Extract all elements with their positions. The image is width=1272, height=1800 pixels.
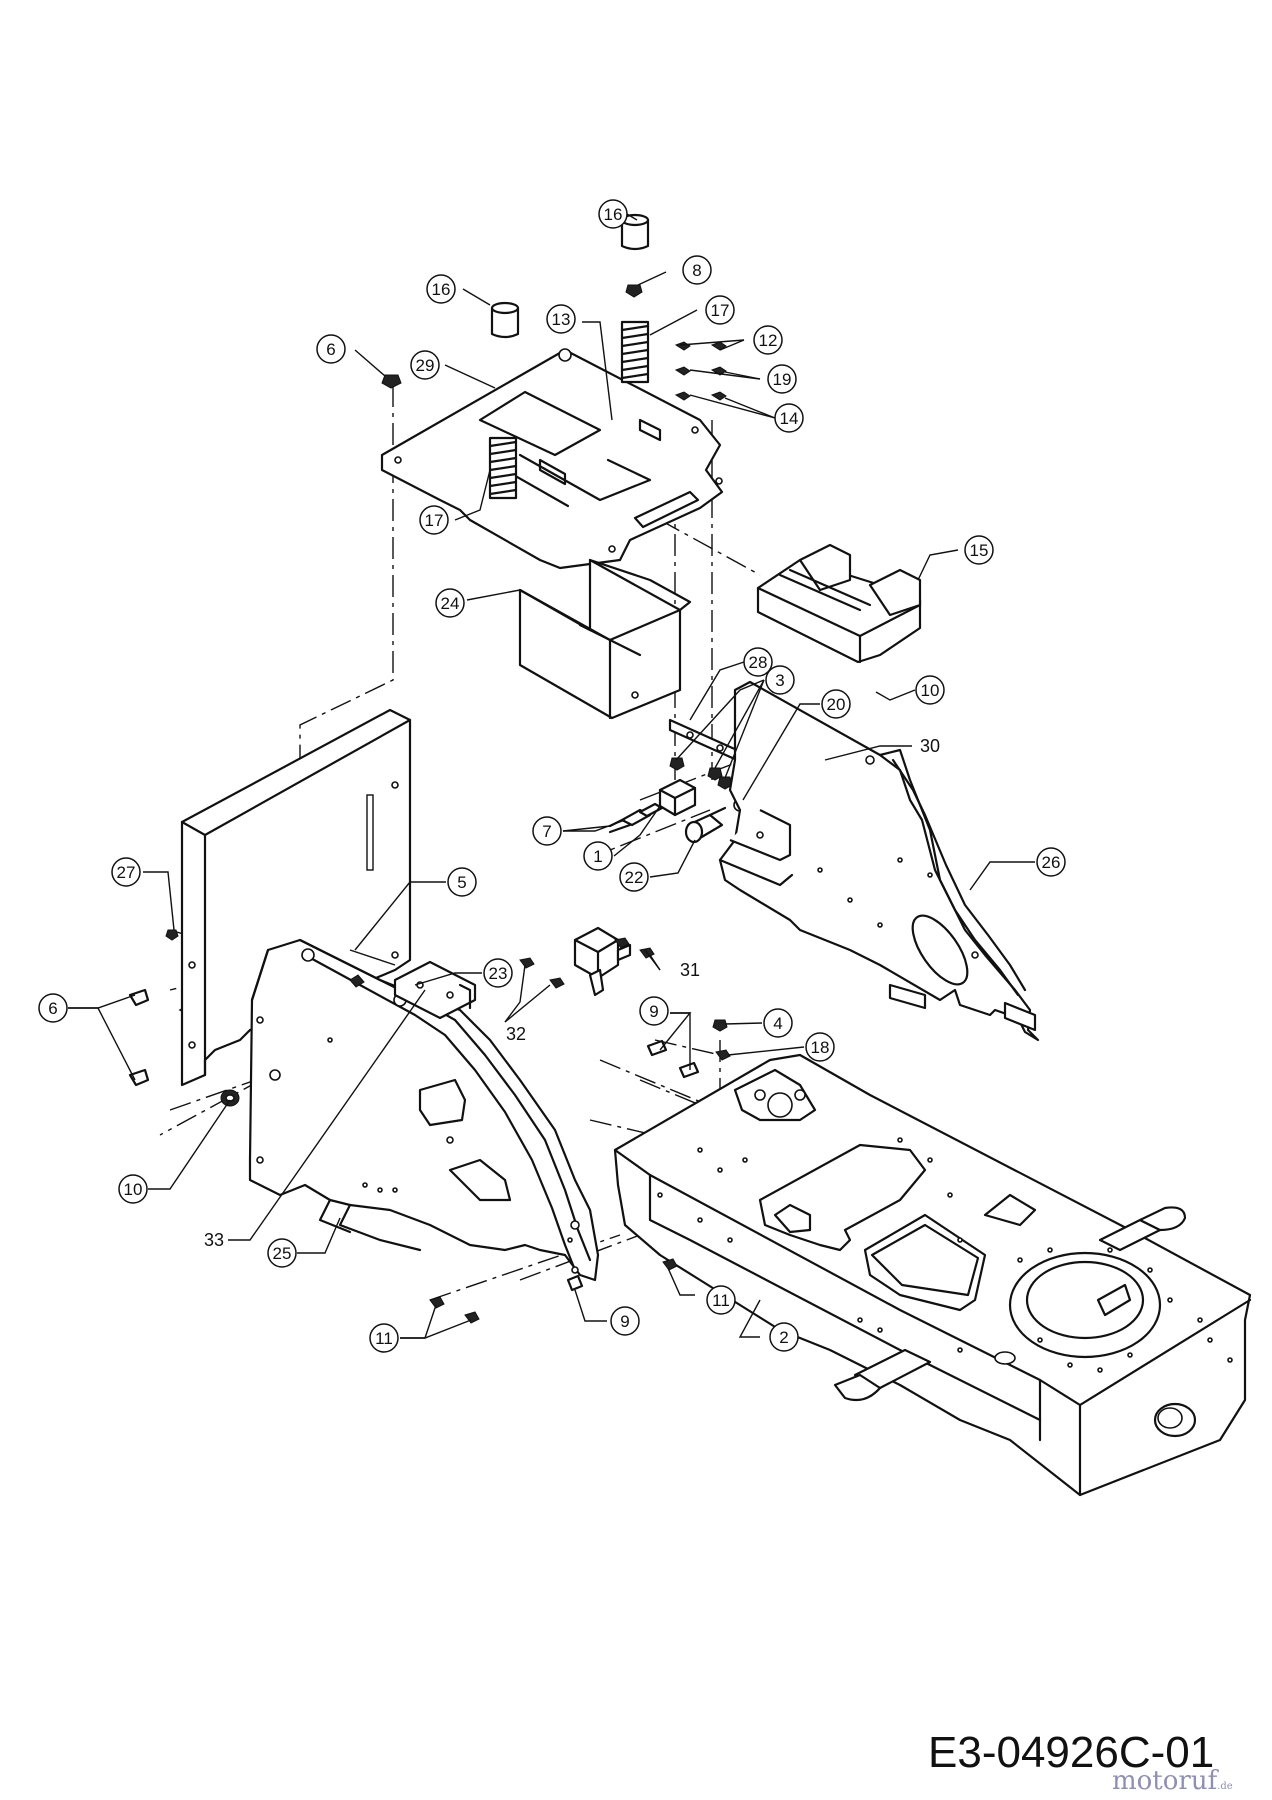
svg-text:6: 6 bbox=[48, 999, 57, 1018]
callout-16: 16 bbox=[598, 199, 628, 229]
svg-text:15: 15 bbox=[970, 541, 989, 560]
callout-27: 27 bbox=[111, 857, 141, 887]
callout-11: 11 bbox=[706, 1285, 736, 1315]
svg-text:13: 13 bbox=[552, 310, 571, 329]
main-chassis-frame-2 bbox=[613, 1053, 1252, 1497]
svg-text:17: 17 bbox=[425, 511, 444, 530]
battery-cover-15 bbox=[756, 543, 922, 664]
label-31: 31 bbox=[680, 960, 700, 980]
callout-17: 17 bbox=[419, 505, 449, 535]
svg-text:8: 8 bbox=[692, 261, 701, 280]
svg-text:4: 4 bbox=[773, 1014, 782, 1033]
svg-text:16: 16 bbox=[432, 280, 451, 299]
callout-18: 18 bbox=[805, 1032, 835, 1062]
svg-text:11: 11 bbox=[375, 1329, 393, 1348]
callout-19: 19 bbox=[767, 364, 797, 394]
svg-text:16: 16 bbox=[604, 205, 623, 224]
bushing-16-lower bbox=[490, 301, 520, 339]
plain-labels: 30 31 32 33 bbox=[204, 736, 940, 1250]
callout-16: 16 bbox=[426, 274, 456, 304]
svg-text:10: 10 bbox=[921, 681, 940, 700]
svg-text:17: 17 bbox=[711, 301, 730, 320]
callout-25: 25 bbox=[267, 1238, 297, 1268]
callout-14: 14 bbox=[774, 403, 804, 433]
bushing-16-upper bbox=[620, 213, 650, 251]
svg-text:26: 26 bbox=[1042, 853, 1061, 872]
svg-text:9: 9 bbox=[649, 1002, 658, 1021]
ignition-switch bbox=[573, 926, 632, 997]
watermark-logo: motoruf.de bbox=[1112, 1766, 1233, 1796]
drawing-code: E3-04926C-01 bbox=[928, 1728, 1215, 1777]
svg-text:3: 3 bbox=[775, 671, 784, 690]
plunger-switch-22 bbox=[684, 806, 727, 844]
seat-mounting-plate bbox=[380, 348, 724, 570]
label-30: 30 bbox=[920, 736, 940, 756]
left-frame-plate-25 bbox=[248, 938, 600, 1282]
right-frame-plate-26 bbox=[718, 680, 1040, 1042]
svg-text:5: 5 bbox=[457, 873, 466, 892]
svg-text:25: 25 bbox=[273, 1244, 292, 1263]
svg-text:6: 6 bbox=[326, 340, 335, 359]
svg-text:22: 22 bbox=[625, 868, 644, 887]
callout-6: 6 bbox=[316, 334, 346, 364]
callout-10: 10 bbox=[915, 675, 945, 705]
callout-6: 6 bbox=[38, 993, 68, 1023]
callout-22: 22 bbox=[619, 862, 649, 892]
left-hardware bbox=[128, 929, 240, 1107]
svg-text:2: 2 bbox=[779, 1328, 788, 1347]
label-33: 33 bbox=[204, 1230, 224, 1250]
svg-text:18: 18 bbox=[811, 1038, 830, 1057]
callout-17: 17 bbox=[705, 295, 735, 325]
svg-text:12: 12 bbox=[759, 331, 778, 350]
callout-15: 15 bbox=[964, 535, 994, 565]
svg-text:7: 7 bbox=[542, 822, 551, 841]
callout-4: 4 bbox=[763, 1008, 793, 1038]
callout-11: 11 bbox=[369, 1323, 399, 1353]
callout-7: 7 bbox=[532, 816, 562, 846]
svg-text:28: 28 bbox=[749, 653, 768, 672]
switch-hardware bbox=[669, 757, 747, 812]
callout-9: 9 bbox=[639, 996, 669, 1026]
svg-text:9: 9 bbox=[620, 1312, 629, 1331]
label-32: 32 bbox=[506, 1024, 526, 1044]
callout-12: 12 bbox=[753, 325, 783, 355]
callout-2: 2 bbox=[769, 1322, 799, 1352]
connectors-7 bbox=[608, 802, 664, 834]
spring-17-right bbox=[620, 320, 650, 384]
svg-text:1: 1 bbox=[593, 847, 602, 866]
svg-text:24: 24 bbox=[441, 594, 460, 613]
callout-3: 3 bbox=[765, 665, 795, 695]
callout-9: 9 bbox=[610, 1306, 640, 1336]
svg-text:11: 11 bbox=[712, 1291, 730, 1310]
svg-text:14: 14 bbox=[780, 409, 799, 428]
battery-tray-24 bbox=[518, 558, 692, 720]
switch-1 bbox=[658, 778, 697, 817]
callout-28: 28 bbox=[743, 647, 773, 677]
leader-lines bbox=[68, 213, 1035, 1339]
callout-1: 1 bbox=[583, 841, 613, 871]
svg-text:27: 27 bbox=[117, 863, 136, 882]
callout-20: 20 bbox=[821, 689, 851, 719]
svg-text:19: 19 bbox=[773, 370, 792, 389]
callout-5: 5 bbox=[447, 867, 477, 897]
svg-text:29: 29 bbox=[416, 356, 435, 375]
callouts: 16 8 16 13 17 12 6 29 bbox=[38, 199, 1066, 1353]
callout-24: 24 bbox=[435, 588, 465, 618]
svg-text:23: 23 bbox=[489, 964, 508, 983]
callout-23: 23 bbox=[483, 958, 513, 988]
callout-29: 29 bbox=[410, 350, 440, 380]
svg-text:10: 10 bbox=[124, 1180, 143, 1199]
svg-text:20: 20 bbox=[827, 695, 846, 714]
callout-26: 26 bbox=[1036, 847, 1066, 877]
spring-17-left bbox=[488, 436, 518, 500]
callout-8: 8 bbox=[682, 255, 712, 285]
callout-13: 13 bbox=[546, 304, 576, 334]
callout-10: 10 bbox=[118, 1174, 148, 1204]
